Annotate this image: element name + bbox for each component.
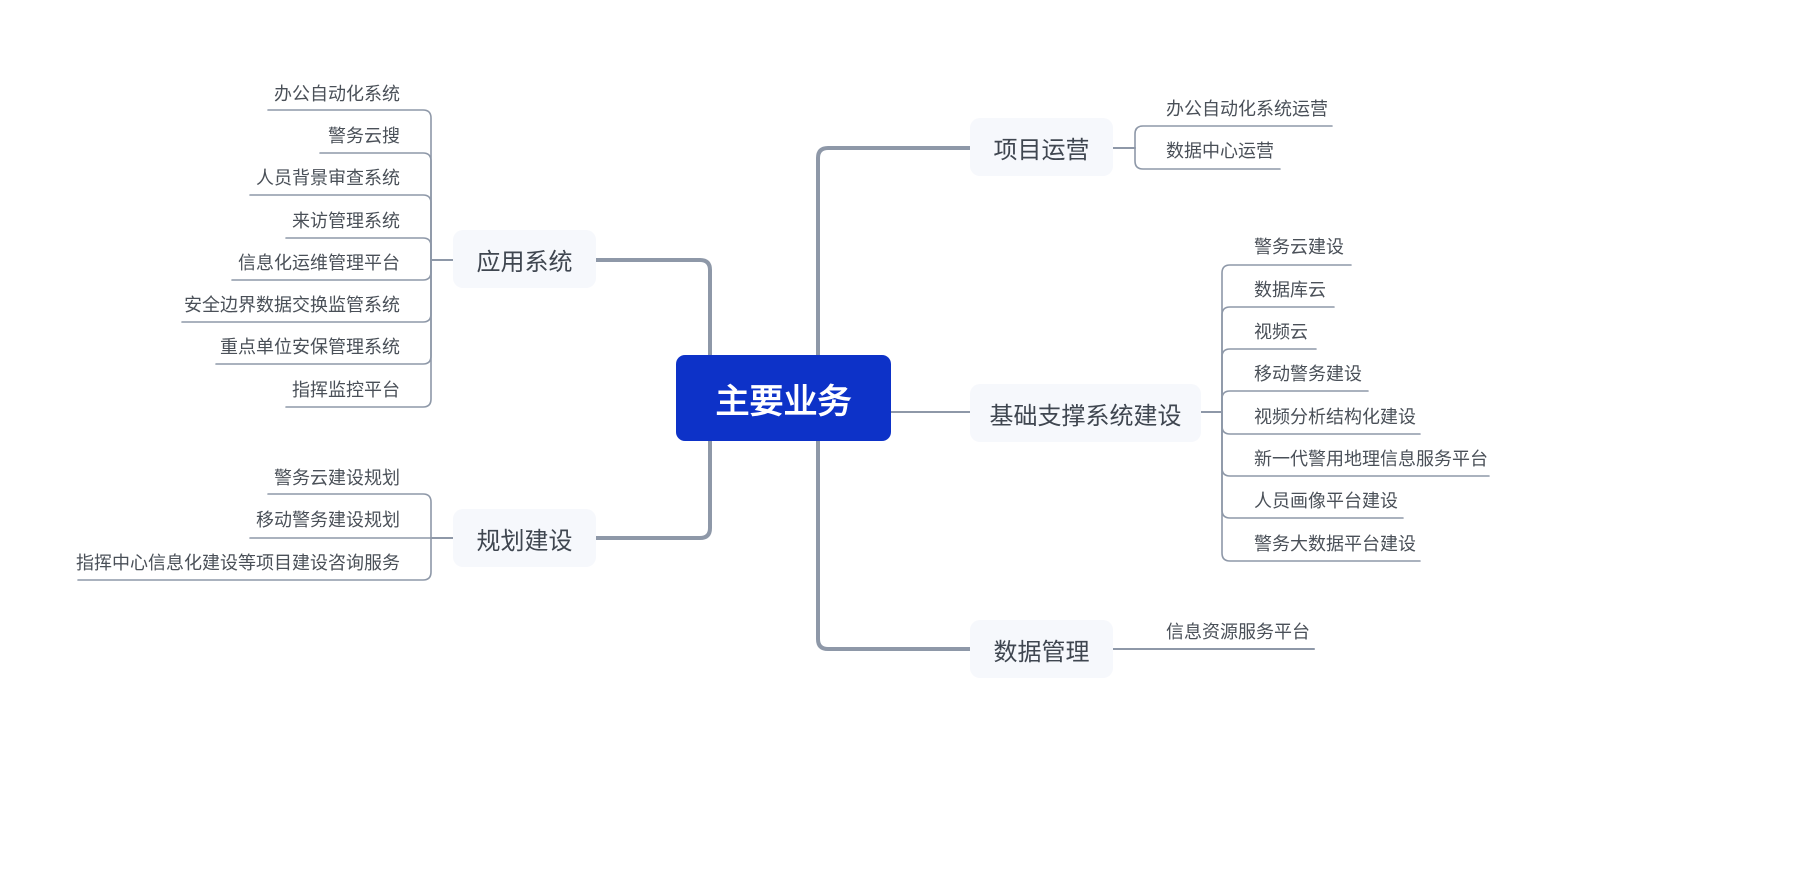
leaf-infra-3[interactable]: 移动警务建设 (1254, 364, 1362, 385)
leaf-infra-5[interactable]: 新一代警用地理信息服务平台 (1254, 449, 1488, 470)
topic-infrastructure[interactable]: 基础支撑系统建设 (970, 384, 1201, 442)
connector-ops-leaf-1 (1134, 147, 1281, 170)
connector-app-leaf-7 (285, 259, 432, 408)
connector-infra-leaf-1 (1221, 306, 1335, 413)
connector-ops-leaf-0 (1134, 125, 1333, 149)
leaf-ops-1[interactable]: 数据中心运营 (1166, 141, 1274, 162)
leaf-app-5[interactable]: 安全边界数据交换监管系统 (184, 295, 400, 316)
leaf-app-7[interactable]: 指挥监控平台 (292, 380, 400, 401)
topic-operations[interactable]: 项目运营 (970, 118, 1113, 176)
leaf-infra-2[interactable]: 视频云 (1254, 322, 1308, 343)
connector-infra-leaf-2 (1221, 348, 1317, 413)
connector-root-operations (816, 146, 972, 357)
connector-root-app-systems (594, 258, 712, 357)
leaf-app-3[interactable]: 来访管理系统 (292, 211, 400, 232)
leaf-app-1[interactable]: 警务云搜 (328, 126, 400, 147)
topic-data-management[interactable]: 数据管理 (970, 620, 1113, 678)
connector-root-data-management (816, 439, 972, 651)
connector-app-leaf-3 (285, 237, 432, 261)
leaf-plan-1[interactable]: 移动警务建设规划 (256, 510, 400, 531)
leaf-app-4[interactable]: 信息化运维管理平台 (238, 253, 400, 274)
leaf-app-6[interactable]: 重点单位安保管理系统 (220, 337, 400, 358)
leaf-app-0[interactable]: 办公自动化系统 (274, 84, 400, 105)
connector-infra-leaf-7 (1221, 411, 1421, 562)
leaf-plan-0[interactable]: 警务云建设规划 (274, 468, 400, 489)
topic-app-systems[interactable]: 应用系统 (453, 230, 596, 288)
leaf-infra-6[interactable]: 人员画像平台建设 (1254, 491, 1398, 512)
leaf-infra-4[interactable]: 视频分析结构化建设 (1254, 407, 1416, 428)
connector-app-leaf-1 (319, 152, 432, 261)
connector-app-leaf-0 (267, 109, 432, 261)
leaf-ops-0[interactable]: 办公自动化系统运营 (1166, 99, 1328, 120)
leaf-plan-2[interactable]: 指挥中心信息化建设等项目建设咨询服务 (76, 553, 400, 574)
leaf-infra-1[interactable]: 数据库云 (1254, 280, 1326, 301)
topic-planning[interactable]: 规划建设 (453, 509, 596, 567)
leaf-infra-0[interactable]: 警务云建设 (1254, 237, 1344, 258)
connector-plan-leaf-2 (77, 537, 432, 581)
root-node[interactable]: 主要业务 (676, 355, 891, 441)
leaf-data-0[interactable]: 信息资源服务平台 (1166, 622, 1310, 643)
connector-app-leaf-2 (249, 194, 432, 261)
connector-infra-leaf-0 (1221, 264, 1352, 413)
leaf-app-2[interactable]: 人员背景审查系统 (256, 168, 400, 189)
connector-infra-leaf-3 (1221, 390, 1369, 413)
connector-root-planning (594, 439, 712, 540)
leaf-infra-7[interactable]: 警务大数据平台建设 (1254, 534, 1416, 555)
connector-plan-leaf-0 (267, 493, 432, 539)
